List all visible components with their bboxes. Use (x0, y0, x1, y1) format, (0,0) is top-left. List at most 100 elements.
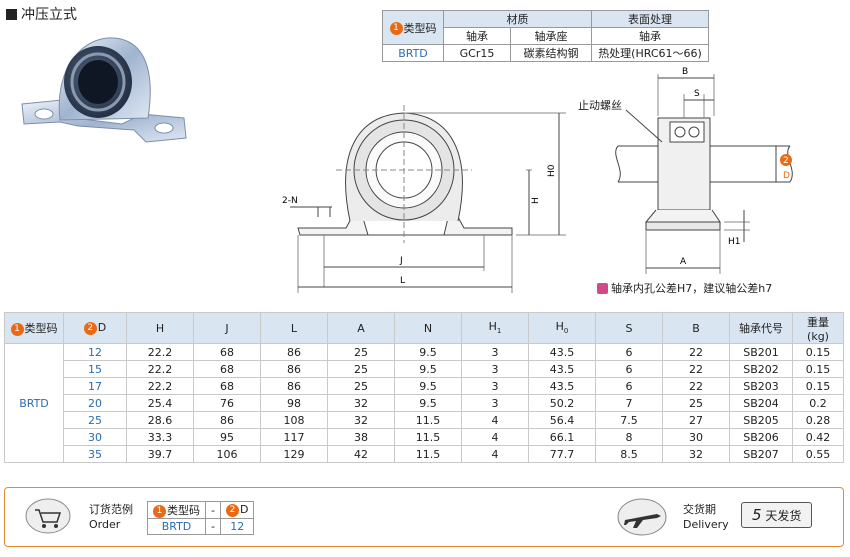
dim-J: J (399, 256, 403, 266)
cell-H1: 4 (461, 445, 529, 463)
mat-row-seat: 碳素结构钢 (510, 44, 592, 62)
dim-D: D (783, 171, 790, 181)
page-title-text: 冲压立式 (21, 7, 77, 23)
cell-H: 22.2 (126, 360, 194, 378)
cell-L: 86 (260, 360, 328, 378)
cell-H0: 77.7 (528, 445, 596, 463)
cell-D: 30 (63, 428, 127, 446)
title-square-icon (6, 8, 17, 20)
cell-H: 22.2 (126, 343, 194, 361)
cell-S: 7.5 (595, 411, 663, 429)
cell-B: 30 (662, 428, 730, 446)
cell-D: 17 (63, 377, 127, 395)
dim-H: H (531, 197, 541, 204)
cell-H: 33.3 (126, 428, 194, 446)
cell-w: 0.15 (792, 377, 844, 395)
cell-A: 25 (327, 343, 395, 361)
th-type-label: 类型码 (24, 322, 58, 335)
th-J: J (193, 312, 261, 344)
cell-A: 32 (327, 411, 395, 429)
tolerance-note-text: 轴承内孔公差H7，建议轴公差h7 (611, 282, 773, 295)
cell-B: 32 (662, 445, 730, 463)
cell-A: 42 (327, 445, 395, 463)
delivery-label-en: Delivery (683, 518, 729, 531)
cell-N: 11.5 (394, 445, 462, 463)
cell-L: 108 (260, 411, 328, 429)
cell-B: 22 (662, 343, 730, 361)
cell-H: 28.6 (126, 411, 194, 429)
cell-code: SB201 (729, 343, 793, 361)
ord-type-label: 类型码 (167, 504, 200, 517)
ord-d-value: 12 (219, 518, 255, 535)
cell-w: 0.28 (792, 411, 844, 429)
cell-S: 8 (595, 428, 663, 446)
cell-H: 25.4 (126, 394, 194, 412)
cell-w: 0.15 (792, 343, 844, 361)
number-1-badge: 1 (389, 22, 403, 35)
mat-sub-bearing: 轴承 (443, 27, 511, 45)
cell-S: 8.5 (595, 445, 663, 463)
row-type-value: BRTD (4, 343, 64, 463)
cell-H0: 50.2 (528, 394, 596, 412)
cell-A: 32 (327, 394, 395, 412)
mat-group-material: 材质 (443, 10, 592, 28)
cell-D: 12 (63, 343, 127, 361)
number-1-badge: 1 (153, 504, 166, 518)
cell-D: 15 (63, 360, 127, 378)
cell-w: 0.55 (792, 445, 844, 463)
cell-N: 9.5 (394, 394, 462, 412)
airplane-icon (617, 498, 667, 536)
dim-B: B (682, 67, 688, 77)
cell-H0: 43.5 (528, 377, 596, 395)
th-bearing-code: 轴承代号 (729, 312, 793, 344)
dim-L: L (400, 276, 405, 286)
front-view-drawing: 2-N H H0 J L (282, 105, 566, 293)
note-icon (597, 282, 608, 294)
number-2-badge: 2 (83, 321, 97, 335)
ord-dash-header: - (205, 501, 221, 519)
th-H: H (126, 312, 194, 344)
mat-sub-seat: 轴承座 (510, 27, 592, 45)
cell-S: 6 (595, 360, 663, 378)
dim-D-num: 2 (783, 156, 789, 166)
cell-w: 0.42 (792, 428, 844, 446)
th-weight-unit: (kg) (807, 329, 829, 343)
number-1-badge: 1 (10, 322, 24, 336)
cell-H: 22.2 (126, 377, 194, 395)
page-title: 冲压立式 (6, 4, 77, 24)
order-label-en: Order (89, 518, 121, 531)
cell-code: SB204 (729, 394, 793, 412)
order-label: 订货范例 Order (89, 502, 133, 532)
cell-J: 68 (193, 343, 261, 361)
cell-N: 11.5 (394, 428, 462, 446)
cell-code: SB202 (729, 360, 793, 378)
order-label-cn: 订货范例 (89, 503, 133, 516)
cell-J: 106 (193, 445, 261, 463)
mat-col-type-label: 类型码 (403, 21, 437, 35)
cell-B: 25 (662, 394, 730, 412)
th-N: N (394, 312, 462, 344)
cell-J: 86 (193, 411, 261, 429)
cell-S: 6 (595, 343, 663, 361)
cell-L: 86 (260, 343, 328, 361)
th-weight: 重量(kg) (792, 312, 844, 344)
cell-H0: 43.5 (528, 343, 596, 361)
delivery-days-box: 5 天发货 (741, 502, 813, 528)
th-B: B (662, 312, 730, 344)
th-weight-label: 重量 (807, 315, 829, 329)
dim-D-group: 2 D (780, 154, 792, 181)
mat-row-surface: 热处理(HRC61～66) (591, 44, 709, 62)
dim-S: S (694, 89, 700, 99)
